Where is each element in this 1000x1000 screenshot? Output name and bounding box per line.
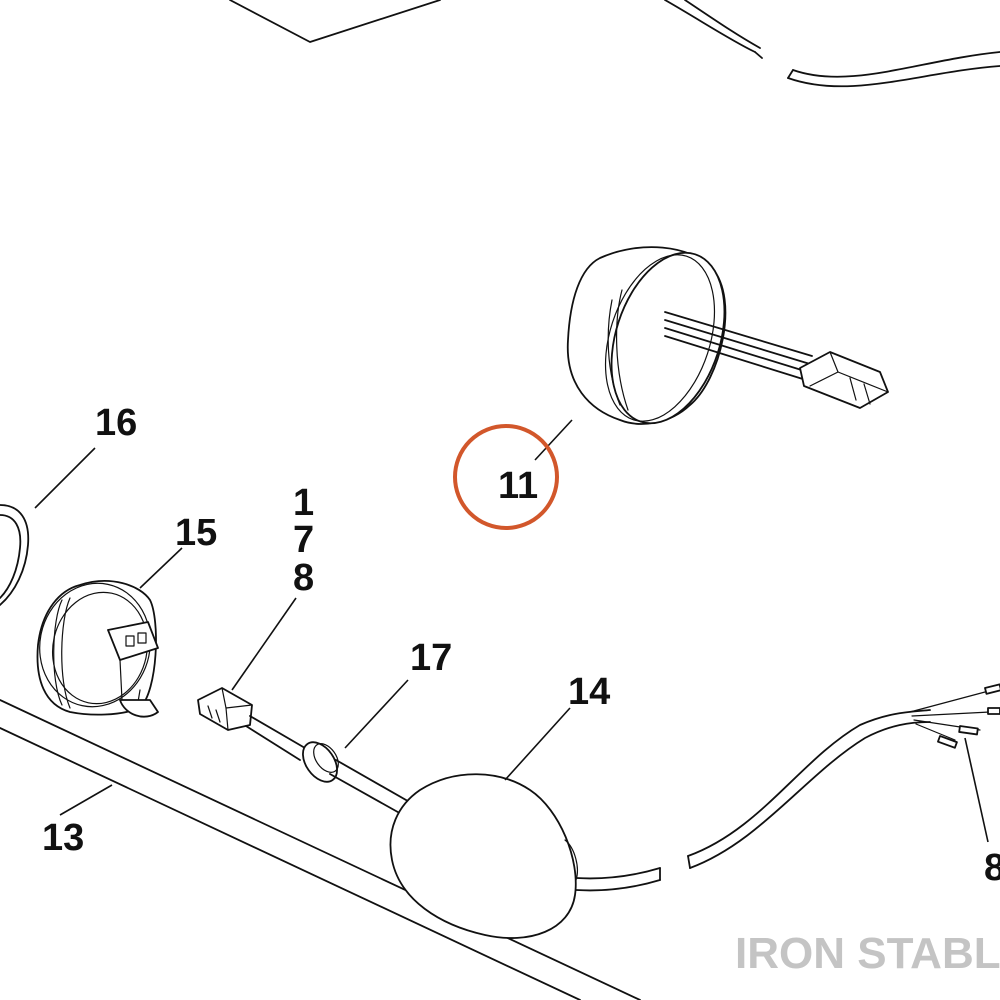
callout-17: 17: [410, 637, 452, 679]
callout-15: 15: [175, 512, 217, 554]
watermark-text: IRON STABLE: [735, 929, 1000, 978]
housing-outline: [0, 0, 641, 1000]
callout-13: 13: [42, 817, 84, 859]
callout-11: 11: [498, 465, 538, 507]
lamp-module-part-11: [566, 246, 889, 425]
gasket-part-16: [0, 504, 30, 606]
callout-1: 1: [293, 482, 314, 524]
highlight-circle: [453, 424, 559, 530]
callout-14: 14: [568, 671, 610, 713]
callout-8-right: 8: [984, 847, 1000, 889]
callout-8-stack: 8: [293, 557, 314, 599]
upper-wire: [664, 0, 1000, 88]
callout-16: 16: [95, 402, 137, 444]
bulb-socket-part-15: [36, 580, 159, 718]
leader-lines: [34, 419, 989, 843]
callout-numbers: 16 15 1 7 8 17 14 11 13 8: [42, 402, 1000, 889]
harness-part-1-7-8: [197, 687, 421, 821]
callout-7: 7: [293, 519, 314, 561]
lens-cover-part-14: [389, 683, 1000, 939]
